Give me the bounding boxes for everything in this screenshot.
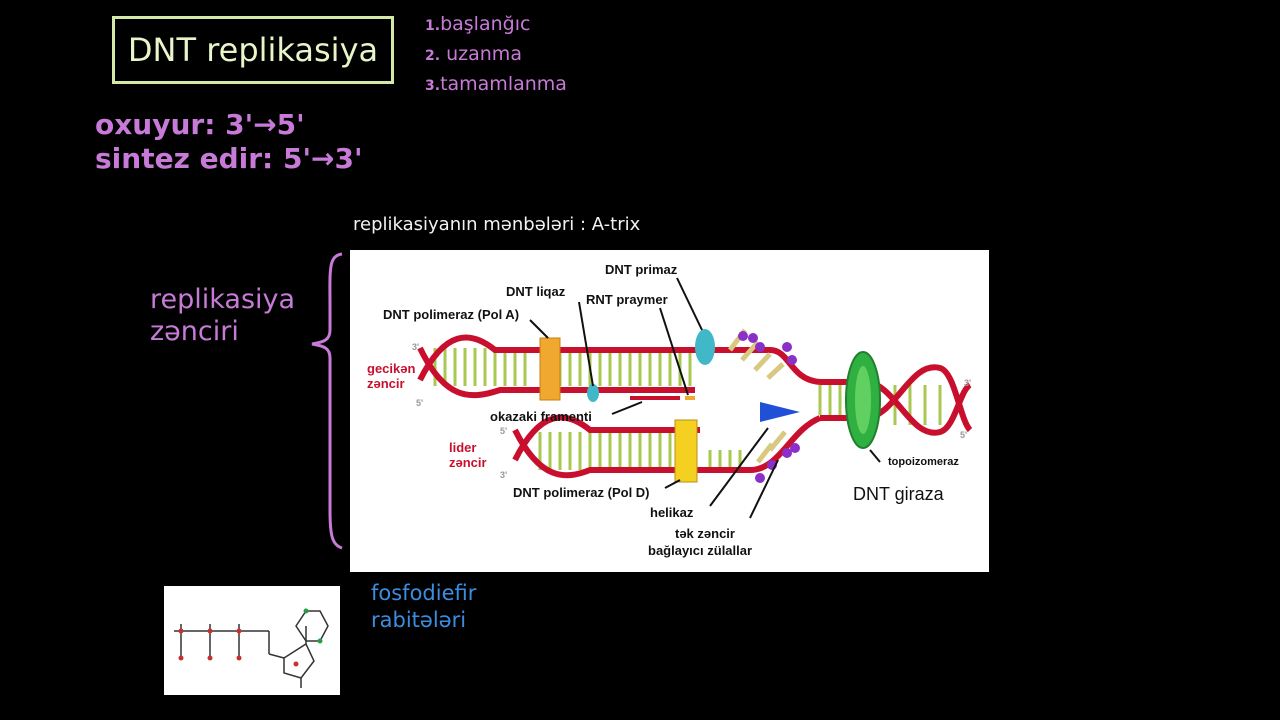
synth-direction: sintez edir: 5'→3': [95, 142, 363, 175]
label-end-3c: 3': [964, 378, 972, 388]
step-3: 3.tamamlanma: [425, 73, 567, 95]
step-2: 2. uzanma: [425, 43, 522, 65]
label-end-5a: 5': [416, 398, 424, 408]
sources-text: replikasiyanın mənbələri : A-trix: [353, 214, 641, 235]
phosphodiester-label: fosfodiefir rabitələri: [371, 581, 477, 632]
phosphodiester-structure: [164, 586, 340, 695]
reads-direction: oxuyur: 3'→5': [95, 108, 305, 141]
label-polymerase-a: DNT polimeraz (Pol A): [383, 307, 520, 322]
label-polymerase-d: DNT polimeraz (Pol D): [513, 485, 650, 500]
polymerase-d-shape: [674, 419, 698, 483]
nucleotide-structure-image: [174, 608, 329, 688]
page-title: DNT replikasiya: [127, 31, 379, 69]
primase-shape: [695, 329, 715, 365]
label-leading-1: lider: [449, 440, 477, 455]
label-ligase: DNT liqaz: [506, 284, 566, 299]
title-box: DNT replikasiya: [112, 16, 394, 84]
label-end-5c: 5': [960, 430, 968, 440]
label-gyrase: DNT giraza: [853, 484, 944, 504]
label-lagging-2: zəncir: [367, 376, 405, 391]
label-end-3a: 3': [412, 342, 420, 352]
step-1: 1.başlanğıc: [425, 13, 531, 35]
label-end-5b: 5': [500, 426, 508, 436]
curly-brace: [311, 252, 343, 550]
polymerase-a-shape: [539, 337, 561, 401]
label-ssb-2: bağlayıcı zülallar: [648, 543, 753, 558]
replication-fork-illustration: [417, 277, 973, 519]
label-leading-2: zəncir: [449, 455, 487, 470]
chain-label: replikasiya zənciri: [150, 284, 296, 347]
label-lagging-1: gecikən: [367, 361, 416, 376]
label-ssb-1: tək zəncir: [675, 526, 735, 541]
ligase-shape: [587, 384, 599, 402]
replication-diagram: DNT primaz DNT liqaz RNT praymer DNT pol…: [350, 250, 989, 572]
label-topoisomerase: topoizomeraz: [888, 456, 959, 468]
label-rna-primer: RNT praymer: [586, 292, 668, 307]
label-helicase: helikaz: [650, 505, 694, 520]
label-primase: DNT primaz: [605, 262, 678, 277]
label-end-3b: 3': [500, 470, 508, 480]
helicase-shape: [760, 402, 800, 422]
steps-list: 1.başlanğıc 2. uzanma 3.tamamlanma: [425, 10, 567, 100]
label-okazaki: okazaki framenti: [490, 409, 592, 424]
